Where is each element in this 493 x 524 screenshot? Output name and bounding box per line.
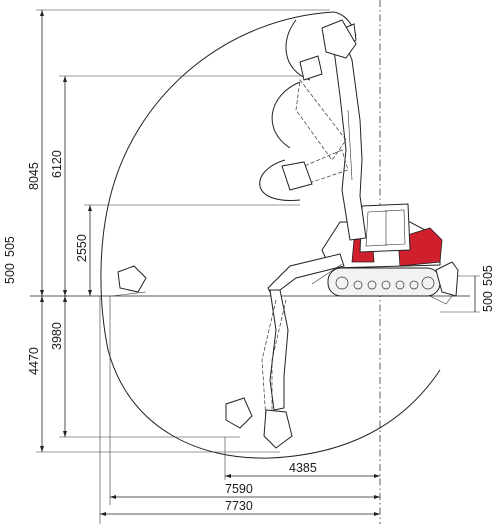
- dim-label-4470: 4470: [27, 347, 41, 375]
- track-rollers: [335, 276, 435, 290]
- blade-lowered-outline: [429, 295, 453, 305]
- dim-label-7730: 7730: [225, 499, 253, 513]
- bucket-ground-line: [111, 291, 147, 297]
- bucket-raised: [321, 19, 357, 59]
- arm-position-mid: [295, 79, 347, 161]
- bucket-ground-left: [117, 265, 147, 293]
- working-envelope: [100, 11, 441, 459]
- dim-label-8045: 8045: [27, 162, 41, 190]
- dim-label-2550: 2550: [75, 234, 89, 262]
- dim-label-4385: 4385: [289, 461, 317, 475]
- dim-label-blade-left-500: 500: [3, 263, 17, 284]
- crawler-track: [327, 267, 441, 297]
- arm-lowered: [269, 289, 289, 411]
- boom-cylinder: [347, 109, 353, 181]
- dim-label-blade-left-505: 505: [3, 236, 17, 257]
- bucket-lowered: [263, 409, 293, 449]
- boom-cylinder-low: [311, 263, 343, 285]
- dim-label-6120: 6120: [50, 150, 64, 178]
- bucket-upper: [299, 55, 323, 81]
- dim-label-7590: 7590: [225, 482, 253, 496]
- dim-label-3980: 3980: [50, 322, 64, 350]
- bucket-arc-lower: [259, 159, 301, 201]
- excavator-machine: [111, 19, 459, 449]
- bucket-deep-left: [225, 397, 253, 429]
- dim-label-blade-right-505: 505: [481, 265, 493, 286]
- bottom-arrow-ticks: [100, 474, 380, 516]
- bucket-mid: [281, 161, 313, 191]
- bucket-arc-top: [285, 19, 311, 81]
- arm-lowered-alt: [261, 299, 287, 421]
- dim-label-blade-right-500: 500: [481, 291, 493, 312]
- left-arrow-ticks: [40, 10, 92, 452]
- dozer-blade: [435, 261, 459, 297]
- cab-window: [365, 209, 406, 247]
- bucket-arc-mid: [271, 81, 301, 149]
